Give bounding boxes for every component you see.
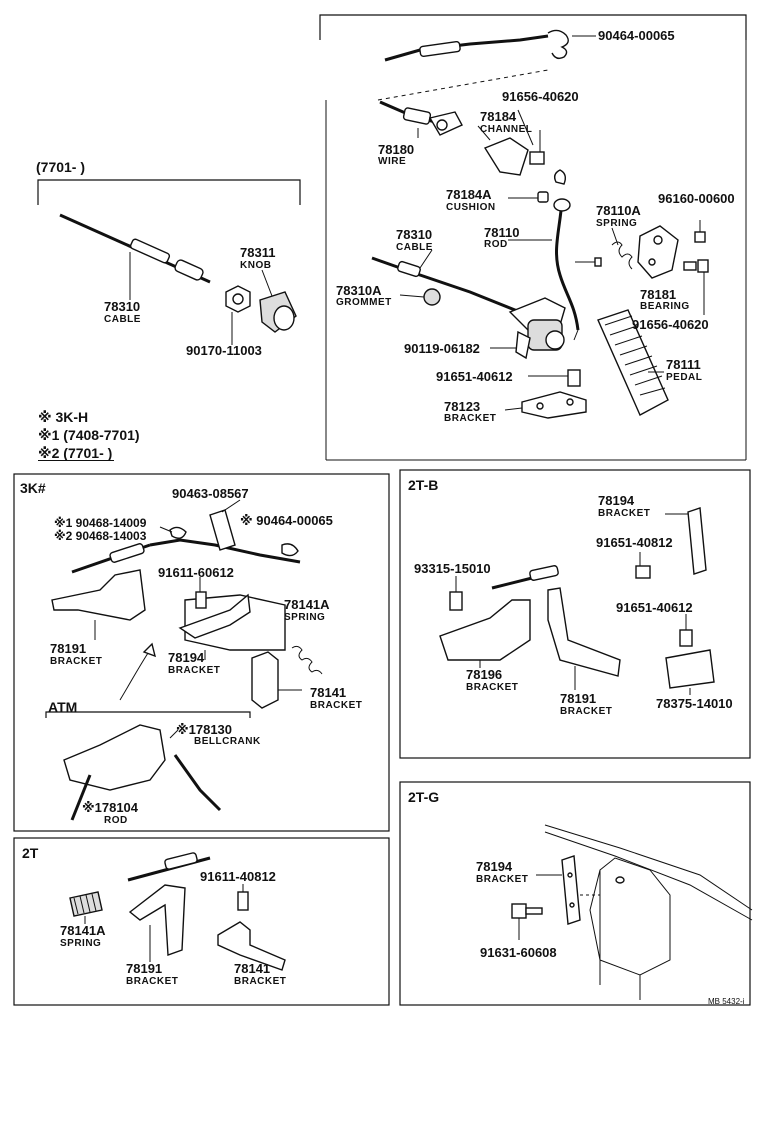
label-91631: 91631-60608 (480, 945, 557, 960)
label-78141a-3k: 78141A (284, 597, 330, 612)
label-91656-a: 91656-40620 (502, 89, 579, 104)
label-91651-main: 91651-40612 (436, 369, 513, 384)
label-atm: ATM (48, 699, 78, 715)
label-90464-top: 90464-00065 (598, 28, 675, 43)
label-78181: 78181 (640, 287, 677, 302)
label-93315: 93315-15010 (414, 561, 491, 576)
section-2tg (399, 781, 753, 1006)
label-78191-2t: 78191 (126, 961, 163, 976)
label-90464-3k: ※ 90464-00065 (240, 513, 333, 528)
label-78141-3k: 78141 (310, 685, 347, 700)
label-90170: 90170-11003 (186, 343, 262, 358)
label-90119: 90119-06182 (404, 341, 480, 356)
label-78130: ※178130 (176, 722, 233, 737)
name-bracket-78191-3k: BRACKET (50, 656, 103, 667)
section-title-2t: 2T (22, 845, 39, 861)
label-78191-2tb: 78191 (560, 691, 597, 706)
label-91651-b-2tb: 91651-40612 (616, 600, 693, 615)
name-grommet: GROMMET (336, 297, 392, 308)
name-bracket-78194-3k: BRACKET (168, 665, 221, 676)
name-bellcrank: BELLCRANK (194, 736, 261, 747)
label-78310-main: 78310 (396, 227, 433, 242)
section-2tb (399, 469, 751, 759)
label-78194-2tb: 78194 (598, 493, 635, 508)
label-78311: 78311 (240, 245, 276, 260)
label-78104: ※178104 (82, 800, 139, 815)
name-bracket-78194-2tg: BRACKET (476, 874, 529, 885)
label-78141a-2t: 78141A (60, 923, 106, 938)
label-96160: 96160-00600 (658, 191, 735, 206)
name-bracket-78194-2tb: BRACKET (598, 508, 651, 519)
footer-code: MB 5432-i (708, 997, 745, 1006)
name-bracket-78191-2t: BRACKET (126, 976, 179, 987)
name-cushion: CUSHION (446, 202, 496, 213)
label-78141-2t: 78141 (234, 961, 271, 976)
label-78110a: 78110A (596, 203, 641, 218)
name-spring-2t: SPRING (60, 938, 102, 949)
label-78375: 78375-14010 (656, 696, 733, 711)
label-90463: 90463-08567 (172, 486, 249, 501)
name-bracket-78141-3k: BRACKET (310, 700, 363, 711)
label-78196: 78196 (466, 667, 503, 682)
label-78111: 78111 (666, 357, 701, 372)
label-91611-3k: 91611-60612 (158, 565, 234, 580)
section-title-2tb: 2T-B (408, 477, 439, 493)
label-78194-3k: 78194 (168, 650, 205, 665)
name-bracket-78191-2tb: BRACKET (560, 706, 613, 717)
legend-3kh: ※ 3K-H (38, 409, 89, 425)
name-cable-main: CABLE (396, 242, 433, 253)
label-90468-b: ※2 90468-14003 (54, 529, 147, 543)
name-bracket-78196: BRACKET (466, 682, 519, 693)
label-78184: 78184 (480, 109, 517, 124)
label-78191-3k: 78191 (50, 641, 87, 656)
name-channel: CHANNEL (480, 124, 533, 135)
label-90468-a: ※1 90468-14009 (54, 516, 147, 530)
label-91656-b: 91656-40620 (632, 317, 709, 332)
section-title-2tg: 2T-G (408, 789, 440, 805)
name-rod-78104: ROD (104, 815, 128, 826)
name-bracket-78141-2t: BRACKET (234, 976, 287, 987)
name-cable-left: CABLE (104, 314, 141, 325)
label-78310-left: 78310 (104, 299, 141, 314)
label-78194-2tg: 78194 (476, 859, 513, 874)
label-91651-a-2tb: 91651-40812 (596, 535, 673, 550)
section-title-3k: 3K# (20, 480, 46, 496)
label-78310a: 78310A (336, 283, 382, 298)
name-spring-3k: SPRING (284, 612, 326, 623)
name-rod: ROD (484, 239, 508, 250)
name-bearing: BEARING (640, 301, 690, 312)
main-assembly (319, 14, 747, 461)
left-top-assembly (37, 179, 301, 345)
legend-range-2: ※2 (7701- ) (38, 445, 115, 461)
section-2t (13, 837, 390, 1006)
label-78123: 78123 (444, 399, 481, 414)
range-label: (7701- ) (36, 159, 86, 175)
label-78180: 78180 (378, 142, 415, 157)
name-knob: KNOB (240, 260, 272, 271)
label-78110: 78110 (484, 225, 520, 240)
name-bracket-78123: BRACKET (444, 413, 497, 424)
legend-range-1: ※1 (7408-7701) (38, 427, 140, 443)
label-91611-2t: 91611-40812 (200, 869, 276, 884)
name-spring: SPRING (596, 218, 638, 229)
label-78184a: 78184A (446, 187, 492, 202)
name-wire: WIRE (378, 156, 407, 167)
section-3k (13, 473, 390, 832)
name-pedal: PEDAL (666, 372, 703, 383)
